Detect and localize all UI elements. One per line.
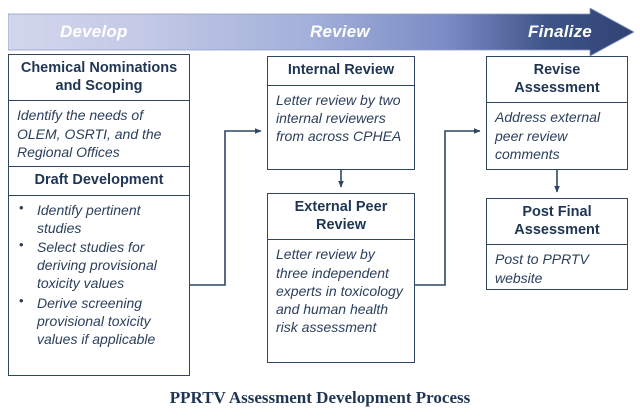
node-header-external-peer-review: External Peer Review (294, 199, 388, 233)
node-chemical-nominations-and-scoping[interactable]: Chemical Nominations and Scoping Identif… (8, 54, 190, 376)
node-body-post-final-assessment: Post to PPRTV website (487, 244, 627, 291)
phase-label-finalize: Finalize (528, 22, 592, 41)
node-body-chemical-nominations: Identify the needs of OLEM, OSRTI, and t… (9, 100, 189, 166)
node-revise-assessment[interactable]: Revise Assessment Address external peer … (486, 56, 628, 170)
node-header-internal-review: Internal Review (287, 62, 395, 78)
list-item: Identify pertinent studies (17, 200, 181, 237)
node-body-external-peer-review: Letter review by three independent exper… (268, 239, 414, 341)
node-header-draft-development: Draft Development (9, 165, 189, 195)
phase-label-develop: Develop (60, 22, 128, 41)
connector-external-review-to-revise (415, 128, 481, 286)
node-header-post-final-assessment: Post Final Assessment (514, 204, 600, 238)
node-header-revise-assessment: Revise Assessment (514, 62, 600, 96)
node-internal-review[interactable]: Internal Review Letter review by two int… (267, 56, 415, 170)
node-header-chemical-nominations: Chemical Nominations and Scoping (20, 60, 178, 94)
list-item: Derive screening provisional toxicity va… (17, 293, 181, 349)
connector-nominations-to-internal-review (190, 128, 262, 286)
figure-caption: PPRTV Assessment Development Process (169, 388, 471, 407)
phase-banner-arrow: Develop Review Finalize (8, 8, 634, 56)
phase-arrow-shape (8, 8, 634, 56)
draft-development-bullet-list: Identify pertinent studies Select studie… (17, 200, 181, 349)
node-body-draft-development: Identify pertinent studies Select studie… (9, 194, 189, 355)
node-post-final-assessment[interactable]: Post Final Assessment Post to PPRTV webs… (486, 198, 628, 290)
list-item: Select studies for deriving provisional … (17, 237, 181, 293)
node-body-revise-assessment: Address external peer review comments (487, 102, 627, 168)
node-body-internal-review: Letter review by two internal reviewers … (268, 84, 414, 151)
phase-label-review: Review (310, 22, 370, 41)
node-external-peer-review[interactable]: External Peer Review Letter review by th… (267, 193, 415, 363)
